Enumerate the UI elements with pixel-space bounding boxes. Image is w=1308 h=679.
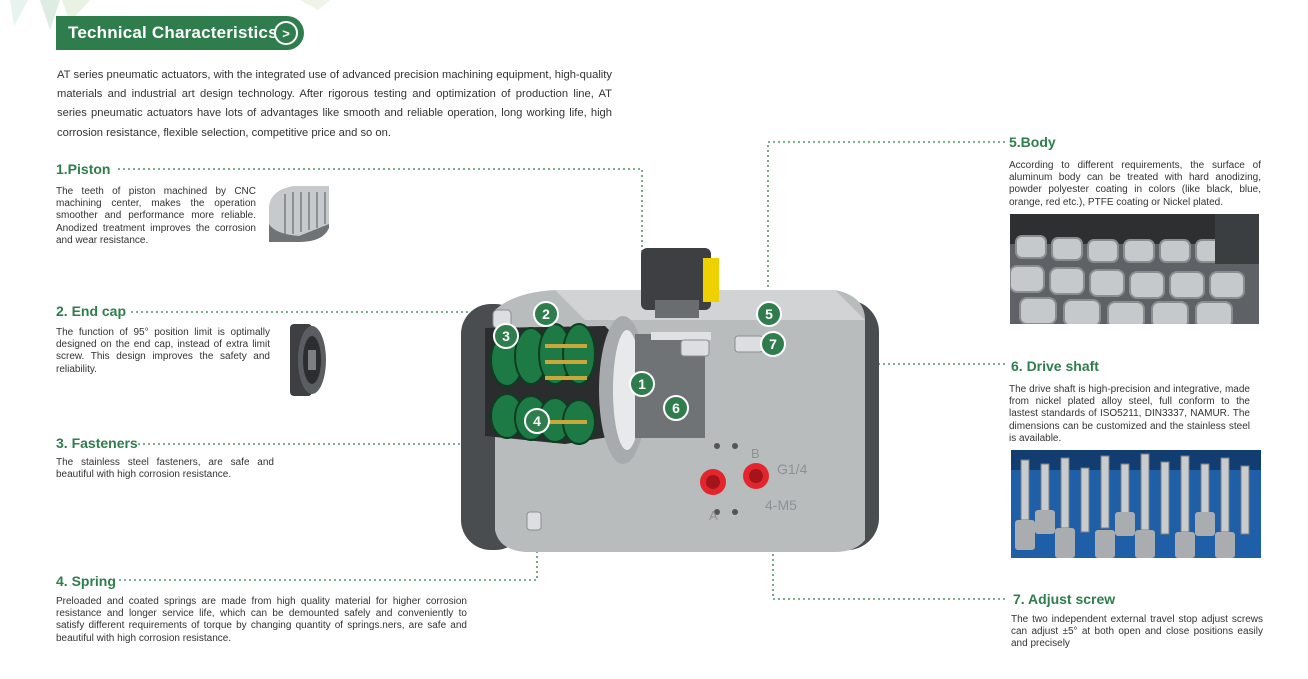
port-g14-label: G1/4: [777, 461, 808, 477]
shaft-text: The drive shaft is high-precision and in…: [1009, 384, 1250, 444]
svg-text:7: 7: [769, 336, 777, 352]
marker-3: 3: [493, 323, 519, 349]
endcap-image: [290, 324, 326, 396]
page-title: Technical Characteristics: [68, 23, 278, 42]
intro-paragraph: AT series pneumatic actuators, with the …: [57, 69, 612, 139]
svg-text:1: 1: [638, 376, 646, 392]
port-b-label: B: [751, 446, 760, 461]
piston-text: The teeth of piston machined by CNC mach…: [56, 186, 256, 246]
marker-5: 5: [756, 301, 782, 327]
spring-title: 4. Spring: [56, 573, 116, 589]
fasteners-text: The stainless steel fasteners, are safe …: [56, 457, 274, 481]
svg-text:3: 3: [502, 328, 510, 344]
marker-1: 1: [629, 371, 655, 397]
marker-4: 4: [524, 408, 550, 434]
spring-text: Preloaded and coated springs are made fr…: [56, 596, 467, 644]
endcap-text: The function of 95° position limit is op…: [56, 327, 270, 375]
screw-text: The two independent external travel stop…: [1011, 614, 1263, 650]
marker-6: 6: [663, 395, 689, 421]
svg-text:4: 4: [533, 413, 541, 429]
shaft-title: 6. Drive shaft: [1011, 358, 1099, 374]
marker-7: 7: [760, 331, 786, 357]
svg-text:6: 6: [672, 400, 680, 416]
port-a-label: A: [709, 508, 718, 523]
endcap-title: 2. End cap: [56, 303, 127, 319]
screw-title: 7. Adjust screw: [1013, 591, 1116, 607]
body-text: According to different requirements, the…: [1009, 160, 1261, 208]
body-title: 5.Body: [1009, 134, 1056, 150]
actuator-illustration: B A G1/4 4-M5 1 2 3 4 5 6 7: [461, 248, 879, 552]
fasteners-title: 3. Fasteners: [56, 435, 138, 451]
piston-title: 1.Piston: [56, 161, 111, 177]
svg-text:5: 5: [765, 306, 773, 322]
shaft-image: [1011, 450, 1261, 558]
svg-text:2: 2: [542, 306, 550, 322]
piston-image: [263, 184, 335, 244]
port-m5-label: 4-M5: [765, 497, 797, 513]
chevron-right-icon[interactable]: >: [274, 21, 298, 45]
section-header: Technical Characteristics >: [56, 16, 304, 50]
marker-2: 2: [533, 301, 559, 327]
body-image: [1010, 214, 1259, 324]
